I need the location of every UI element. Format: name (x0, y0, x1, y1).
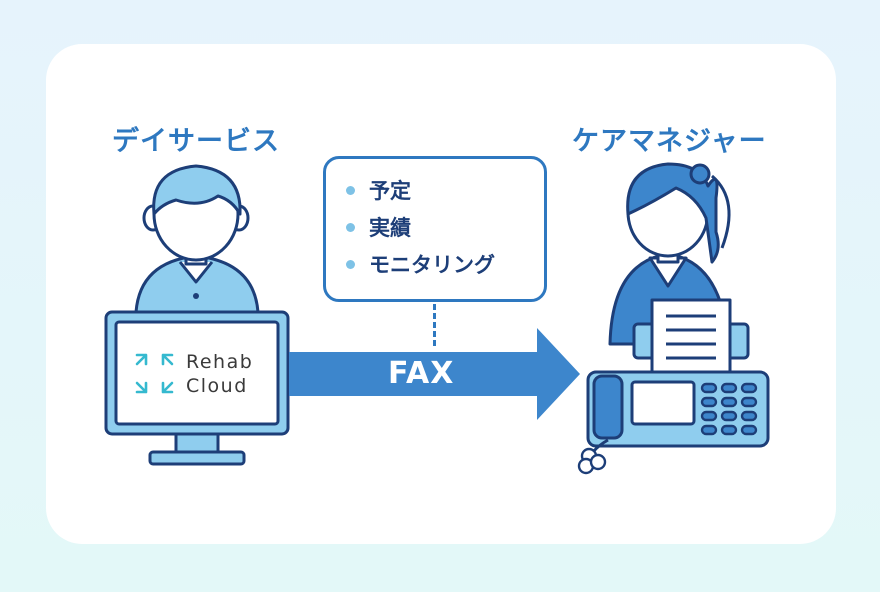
document-list-bubble: 予定 実績 モニタリング (323, 156, 547, 302)
bubble-connector (433, 304, 436, 346)
bullet-dot (346, 222, 355, 232)
logo-arrows-icon (135, 353, 174, 394)
bullet-dot (346, 185, 355, 195)
care-manager-label: ケアマネジャー (572, 126, 767, 157)
list-item-results: 実績 (346, 210, 544, 247)
list-item-monitoring: モニタリング (346, 247, 544, 284)
fax-machine-icon (577, 298, 770, 475)
fax-arrow (289, 328, 580, 420)
fax-label: FAX (388, 356, 455, 391)
logo-text-rehab: Rehab (186, 351, 254, 373)
document-list: 予定 実績 モニタリング (326, 159, 544, 284)
bullet-dot (346, 259, 355, 269)
logo-text-cloud: Cloud (186, 375, 248, 397)
day-service-label: デイサービス (112, 126, 280, 157)
list-item-schedule: 予定 (346, 173, 544, 210)
man-icon (134, 164, 260, 314)
monitor-icon (104, 310, 290, 466)
